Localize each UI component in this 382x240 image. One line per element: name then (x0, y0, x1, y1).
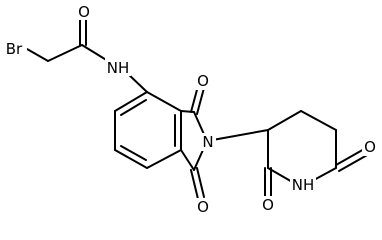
bond-c3-o-a (190, 169, 199, 200)
molecule-structure: Br O NH O N O O NH O (2, 2, 378, 216)
bond-co-nh (81, 44, 109, 62)
atom-label-o-amide: O (78, 3, 90, 21)
atom-label-o-glutarimide-left: O (262, 196, 274, 214)
bond-inner-1 (120, 99, 147, 116)
bond-c1-o-a (190, 85, 199, 113)
atom-label-o-top: O (197, 72, 209, 90)
bond-c6g-o-b (338, 153, 370, 172)
bond-c4g-c5g (300, 110, 337, 131)
bond-ch2-co (47, 44, 83, 62)
atom-labels: Br O NH O N O O NH O (2, 2, 378, 216)
bond-c6-c7 (114, 149, 148, 169)
atom-label-nh-glutarimide: NH (292, 176, 315, 194)
bond-c3-o-b (196, 167, 205, 198)
bond-c3a-c4 (146, 91, 182, 112)
atom-label-o-bottom: O (197, 198, 209, 216)
bond-c1-o-b (196, 87, 205, 115)
bond-c7-c7a (146, 149, 182, 169)
bond-inner-2 (120, 145, 147, 161)
bond-n-c3g (206, 129, 269, 142)
bonds (26, 18, 370, 200)
atom-label-nh-amide: NH (107, 59, 130, 77)
bond-c6g-o-a (335, 147, 367, 166)
bond-c4-c5 (114, 91, 148, 112)
bond-c3g-c4g (267, 110, 302, 131)
bond-c3-c7a (180, 149, 195, 171)
atom-label-n-imide: N (202, 133, 213, 151)
atom-label-br: Br (6, 40, 23, 58)
bond-br-ch2 (26, 48, 49, 62)
atom-label-o-glutarimide-right: O (364, 138, 376, 156)
